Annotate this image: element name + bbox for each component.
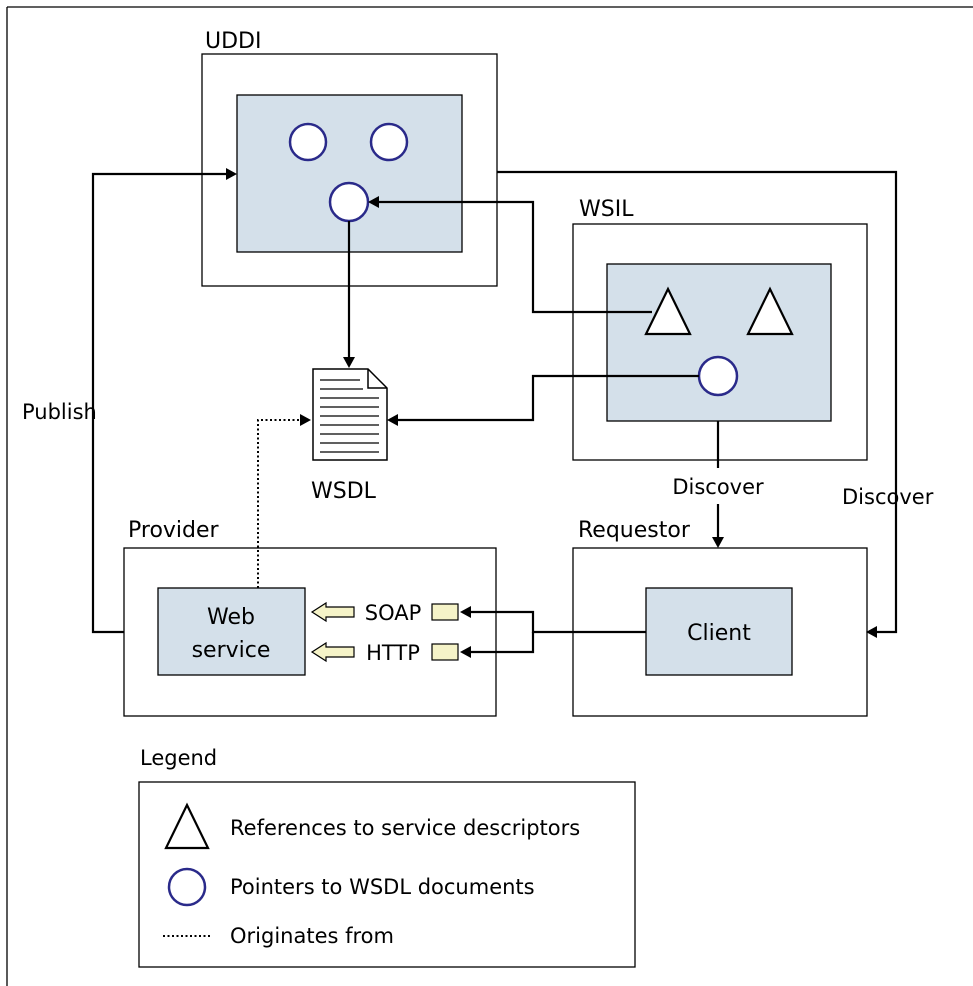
web-service-box <box>157 587 306 676</box>
wsil-service-reference-triangle <box>746 286 794 336</box>
http-arrowhead <box>460 646 471 658</box>
wsil-wsdl-pointer-circle <box>697 355 739 397</box>
soap-label: SOAP <box>365 601 422 625</box>
wsil-to-wsdl-connector <box>396 374 699 422</box>
uddi-discover-label: Discover <box>842 485 934 509</box>
uddi-wsdl-pointer-circle <box>369 122 409 162</box>
publish-arrowhead <box>226 168 237 180</box>
legend-dotted-text: Originates from <box>230 924 394 948</box>
legend-box <box>138 781 636 968</box>
legend-title: Legend <box>140 746 217 770</box>
soap-protocol-arrow <box>310 601 459 623</box>
originates-from-arrowhead <box>300 414 311 426</box>
wsil-discover-label: Discover <box>672 475 764 499</box>
wsil-service-reference-triangle <box>644 286 692 336</box>
wsil-to-wsdl-arrowhead <box>387 414 398 426</box>
http-label: HTTP <box>366 641 420 665</box>
publish-connector <box>91 172 228 634</box>
wsil-to-uddi-connector <box>377 200 652 314</box>
client-to-protocol-connector <box>469 632 535 654</box>
wsil-discover-arrowhead <box>712 537 724 548</box>
client-box <box>645 587 793 676</box>
wsil-title: WSIL <box>579 197 634 222</box>
web-service-label-line2: service <box>192 638 271 663</box>
uddi-discover-arrowhead <box>866 626 877 638</box>
originates-from-connector <box>257 419 300 588</box>
client-label: Client <box>687 621 751 646</box>
legend-circle-text: Pointers to WSDL documents <box>230 875 535 899</box>
uddi-to-wsdl-arrowhead <box>343 357 355 368</box>
wsil-to-uddi-arrowhead <box>368 196 379 208</box>
legend-triangle-icon <box>164 802 210 850</box>
uddi-title: UDDI <box>205 29 261 54</box>
wsil-inspection <box>606 263 832 422</box>
web-service-label-line1: Web <box>207 605 255 630</box>
legend-triangle-text: References to service descriptors <box>230 816 580 840</box>
legend-circle-icon <box>167 867 207 907</box>
uddi-discover-connector <box>497 170 898 634</box>
uddi-wsdl-pointer-circle <box>328 181 370 223</box>
provider-title: Provider <box>128 518 220 543</box>
http-protocol-arrow <box>310 641 459 663</box>
requestor-title: Requestor <box>578 518 691 543</box>
wsdl-label: WSDL <box>311 479 377 504</box>
uddi-wsdl-pointer-circle <box>288 122 328 162</box>
client-to-protocol-connector <box>469 610 646 634</box>
soap-arrowhead <box>460 606 471 618</box>
wsdl-document-icon <box>312 368 388 461</box>
publish-label: Publish <box>22 400 97 424</box>
